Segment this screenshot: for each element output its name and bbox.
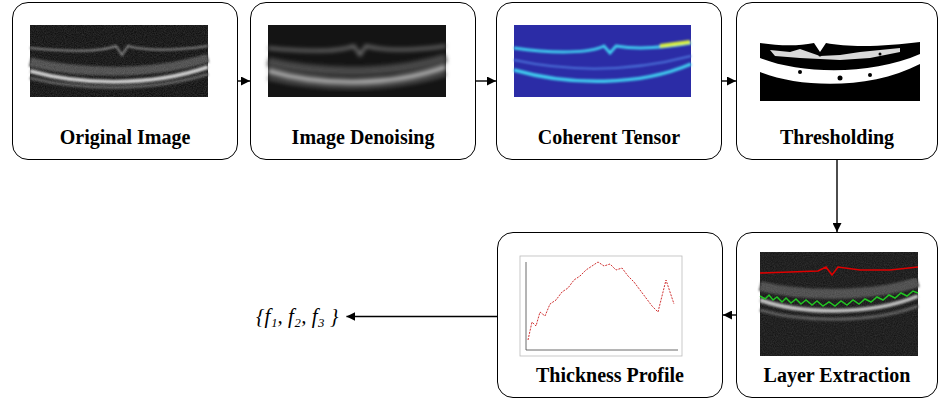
step-label: Coherent Tensor — [538, 126, 680, 149]
tensor-map — [514, 25, 691, 97]
step-label: Image Denoising — [292, 126, 435, 149]
output-features: {f₁, f₂, f₃ } — [252, 303, 342, 330]
flow-arrow — [238, 80, 250, 81]
process-box: Thresholding — [736, 2, 938, 160]
denoised-scan — [268, 25, 446, 97]
process-box: Coherent Tensor — [496, 2, 722, 160]
feature-set: {f₁, f₂, f₃ } — [256, 305, 338, 328]
step-label: Layer Extraction — [764, 364, 911, 387]
binary-mask — [760, 25, 920, 101]
step-label: Original Image — [60, 126, 191, 149]
flow-arrow — [723, 314, 736, 315]
flow-arrow — [836, 160, 837, 232]
flow-arrow — [722, 80, 736, 81]
oct-scan — [30, 25, 208, 97]
process-box: Original Image — [12, 2, 238, 160]
process-box: Thickness Profile — [497, 232, 723, 398]
flow-arrow — [476, 80, 496, 81]
flow-arrow — [346, 316, 497, 317]
thickness-plot — [520, 256, 682, 356]
step-label: Thresholding — [780, 126, 894, 149]
process-box: Layer Extraction — [736, 232, 938, 398]
step-label: Thickness Profile — [536, 364, 684, 387]
layer-overlay — [760, 252, 918, 356]
process-box: Image Denoising — [250, 2, 476, 160]
